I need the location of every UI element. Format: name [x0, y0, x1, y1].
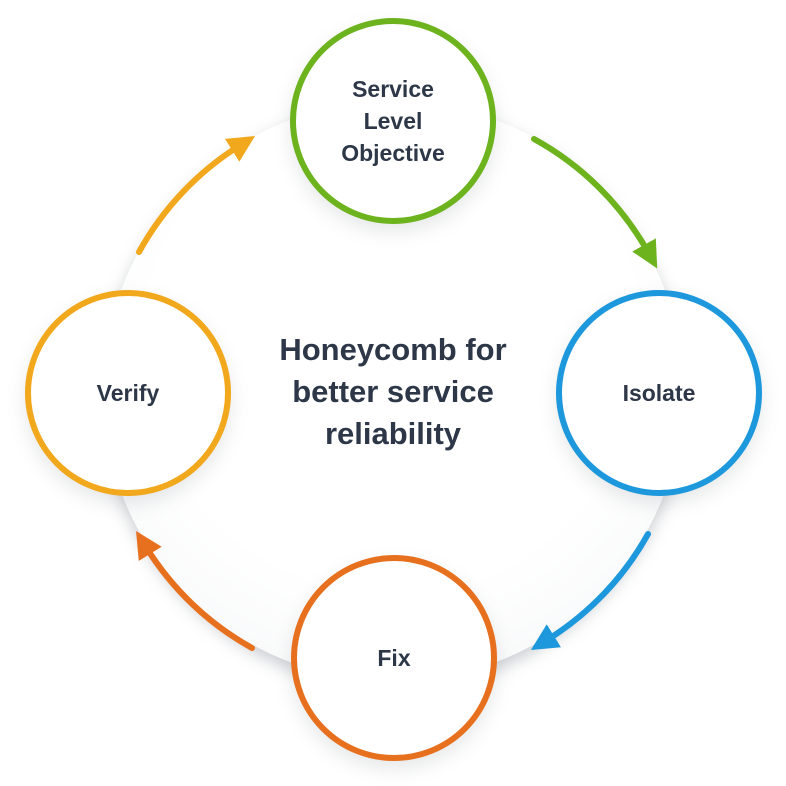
arrow-verify-to-slo — [136, 135, 255, 255]
node-isolate-label: Isolate — [622, 379, 696, 406]
diagram-title: Honeycomb for better service reliability — [279, 332, 507, 451]
arrow-slo-to-isolate — [531, 136, 658, 269]
node-fix-label: Fix — [377, 644, 411, 671]
arrow-isolate-to-fix — [530, 531, 651, 650]
node-fix: Fix — [291, 555, 497, 761]
arrow-fix-to-verify — [136, 530, 255, 651]
node-service-level-objective-label: Service Level Objective — [341, 75, 445, 167]
node-verify: Verify — [25, 290, 231, 496]
node-isolate: Isolate — [556, 290, 762, 496]
node-service-level-objective: Service Level Objective — [290, 18, 496, 224]
node-verify-label: Verify — [96, 379, 160, 406]
